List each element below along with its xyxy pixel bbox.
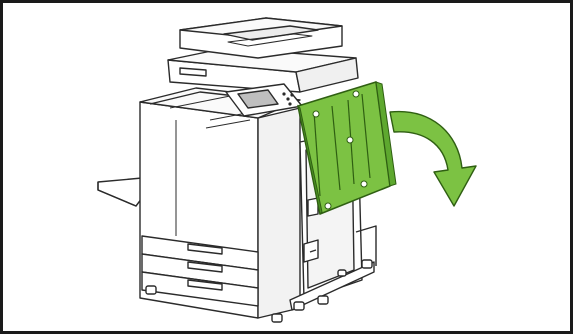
printer-body-side bbox=[258, 108, 300, 318]
